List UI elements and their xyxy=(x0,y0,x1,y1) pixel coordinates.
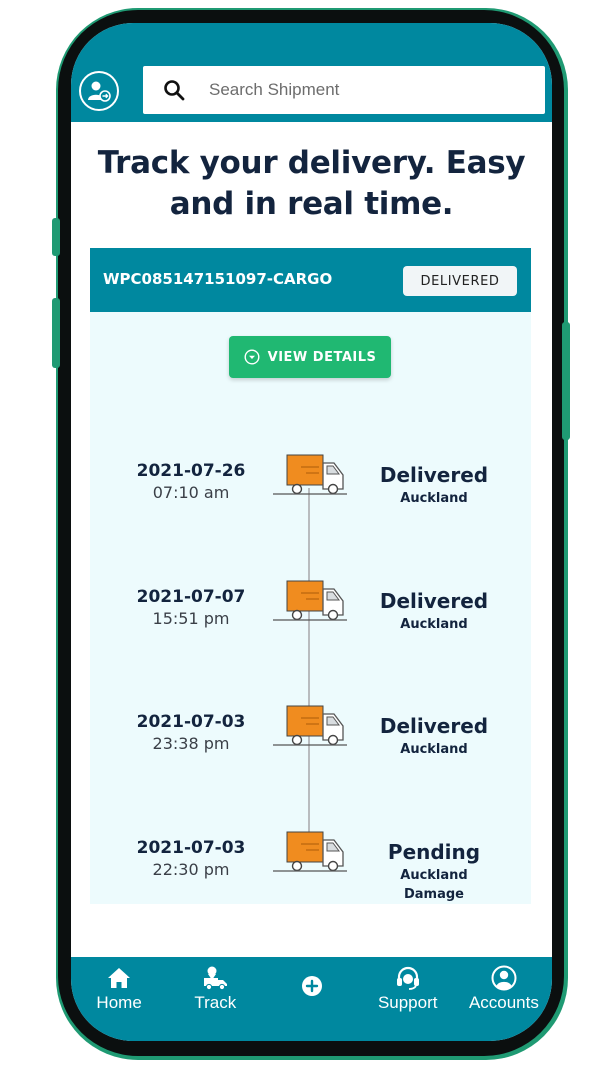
nav-add-button[interactable] xyxy=(263,957,359,1041)
event-location: Auckland xyxy=(400,617,468,632)
page-title: Track your delivery. Easy and in real ti… xyxy=(97,145,526,222)
event-status: Pending xyxy=(387,840,481,864)
user-logout-icon xyxy=(88,81,111,102)
nav-track[interactable]: Track xyxy=(167,957,263,1041)
shipment-id: WPC085147151097-CARGO xyxy=(103,270,333,288)
headset-icon xyxy=(395,965,421,991)
user-circle-icon xyxy=(491,965,517,991)
home-icon xyxy=(106,965,132,991)
event-time: 22:30 pm xyxy=(152,860,230,879)
phone-side-button xyxy=(562,322,570,440)
nav-track-label: Track xyxy=(194,993,237,1012)
view-details-button[interactable]: VIEW DETAILS xyxy=(229,336,391,378)
timeline-event: 2021-07-07 15:51 pm Delivered Auckland xyxy=(90,580,531,667)
shipment-card-body: VIEW DETAILS 2021-07-26 07:10 am Deliver… xyxy=(90,312,531,904)
chevron-circle-down-icon xyxy=(244,349,260,365)
event-date: 2021-07-07 xyxy=(136,587,246,607)
bottom-nav: Home Track xyxy=(71,957,552,1041)
view-details-label: VIEW DETAILS xyxy=(267,349,377,365)
search-input[interactable] xyxy=(209,80,509,100)
shipment-card-header: WPC085147151097-CARGO DELIVERED xyxy=(90,248,531,312)
nav-home-label: Home xyxy=(96,993,142,1012)
plus-circle-icon xyxy=(301,973,323,999)
timeline-event: 2021-07-03 23:38 pm Delivered Auckland xyxy=(90,705,531,792)
nav-support[interactable]: Support xyxy=(360,957,456,1041)
top-bar xyxy=(71,23,552,122)
delivery-truck-icon xyxy=(273,580,347,621)
track-truck-icon xyxy=(201,965,229,991)
nav-accounts[interactable]: Accounts xyxy=(456,957,552,1041)
search-icon[interactable] xyxy=(163,79,185,101)
app-screen: Track your delivery. Easy and in real ti… xyxy=(71,23,552,1041)
search-bar xyxy=(143,66,545,114)
status-badge: DELIVERED xyxy=(403,266,517,296)
timeline-line xyxy=(308,488,310,858)
phone-side-button xyxy=(52,298,60,368)
event-time: 07:10 am xyxy=(152,483,230,502)
event-date: 2021-07-03 xyxy=(136,712,246,732)
event-location: Auckland xyxy=(400,742,468,757)
timeline-event: 2021-07-26 07:10 am Delivered Auckland xyxy=(90,454,531,541)
event-location: Auckland xyxy=(400,491,468,506)
delivery-truck-icon xyxy=(273,705,347,746)
nav-home[interactable]: Home xyxy=(71,957,167,1041)
event-time: 23:38 pm xyxy=(152,734,230,753)
event-location: Auckland Damage xyxy=(400,868,468,902)
delivery-truck-icon xyxy=(273,831,347,872)
event-date: 2021-07-03 xyxy=(136,838,246,858)
event-time: 15:51 pm xyxy=(152,609,230,628)
timeline-event: 2021-07-03 22:30 pm Pending Auckland Dam… xyxy=(90,831,531,918)
delivery-truck-icon xyxy=(273,454,347,495)
event-status: Delivered xyxy=(379,714,489,738)
event-date: 2021-07-26 xyxy=(136,461,246,481)
nav-accounts-label: Accounts xyxy=(468,993,539,1012)
phone-side-button xyxy=(52,218,60,256)
event-status: Delivered xyxy=(379,589,489,613)
account-logout-button[interactable] xyxy=(79,71,119,111)
event-status: Delivered xyxy=(379,463,489,487)
nav-support-label: Support xyxy=(377,993,438,1012)
